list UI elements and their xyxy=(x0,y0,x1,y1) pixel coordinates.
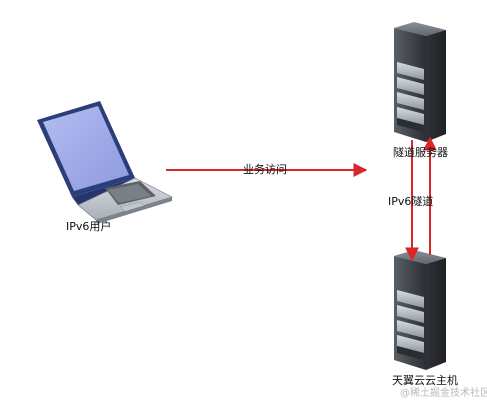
tunnel-server-label: 隧道服务器 xyxy=(393,146,448,159)
watermark: @稀土掘金技术社区 xyxy=(400,388,487,399)
laptop-icon xyxy=(37,101,173,224)
tunnel-server-icon xyxy=(394,22,446,142)
ipv6-user-label: IPv6用户 xyxy=(66,220,112,233)
ipv6-tunnel-label: IPv6隧道 xyxy=(388,195,434,208)
business-access-label: 业务访问 xyxy=(243,163,287,176)
cloud-host-label: 天翼云云主机 xyxy=(392,374,458,387)
cloud-host-server-icon xyxy=(394,250,446,370)
